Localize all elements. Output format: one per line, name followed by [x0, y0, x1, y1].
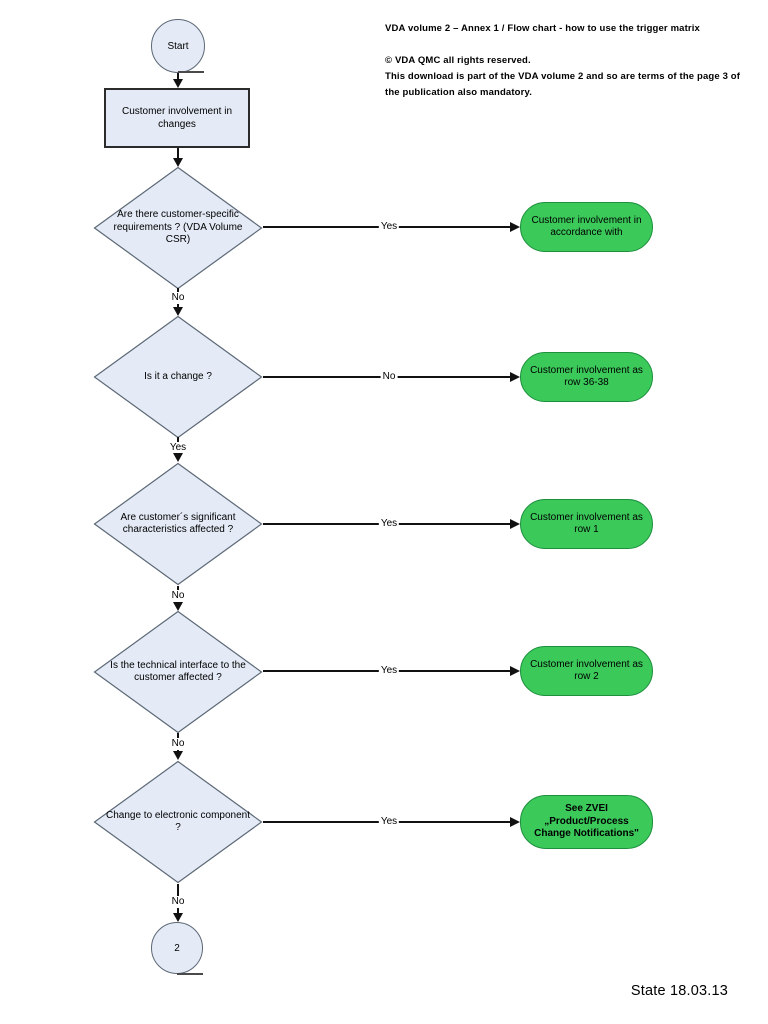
- decision-node-4: Is the technical interface to the custom…: [93, 610, 263, 734]
- copyright-line: © VDA QMC all rights reserved.: [385, 55, 531, 66]
- connector-process-to-decision-1: [177, 148, 179, 159]
- arrowhead-down-icon: [173, 79, 183, 88]
- result-node-3: Customer involvement as row 1: [520, 499, 653, 549]
- result-node-1: Customer involvement in accordance with: [520, 202, 653, 252]
- decision-node-2: Is it a change ?: [93, 315, 263, 439]
- arrowhead-down-icon: [173, 751, 183, 760]
- end-node-label: 2: [174, 942, 180, 954]
- branch-label-no: No: [169, 590, 187, 602]
- branch-label-no: No: [380, 371, 398, 383]
- branch-label-no: No: [169, 738, 187, 750]
- result-node-4: Customer involvement as row 2: [520, 646, 653, 696]
- result-5-label: See ZVEI „Product/Process Change Notific…: [534, 803, 639, 840]
- page-title: VDA volume 2 – Annex 1 / Flow chart - ho…: [385, 23, 700, 34]
- arrowhead-down-icon: [173, 602, 183, 611]
- branch-label-no: No: [169, 292, 187, 304]
- decision-1-question: Are there customer-specific requirements…: [113, 209, 243, 246]
- decision-5-question: Change to electronic component ?: [106, 809, 250, 834]
- start-node: Start: [151, 19, 205, 73]
- process-node: Customer involvement in changes: [104, 88, 250, 148]
- arrowhead-down-icon: [173, 453, 183, 462]
- diamond-shape: [93, 462, 263, 586]
- result-4-label: Customer involvement as row 2: [530, 658, 643, 683]
- decision-4-question: Is the technical interface to the custom…: [110, 659, 246, 684]
- arrowhead-down-icon: [173, 158, 183, 167]
- diamond-shape: [93, 610, 263, 734]
- process-node-label: Customer involvement in changes: [121, 106, 233, 130]
- decision-node-3: Are customer´s significant characteristi…: [93, 462, 263, 586]
- branch-label-no: No: [169, 896, 187, 908]
- start-connector-tick: [178, 71, 204, 73]
- branch-label-yes: Yes: [167, 442, 189, 454]
- decision-3-question: Are customer´s significant characteristi…: [120, 511, 236, 536]
- branch-label-yes: Yes: [378, 816, 400, 828]
- decision-2-question: Is it a change ?: [144, 370, 212, 382]
- result-1-label: Customer involvement in accordance with: [531, 214, 642, 239]
- notice-line-2: the publication also mandatory.: [385, 87, 532, 98]
- branch-label-yes: Yes: [378, 518, 400, 530]
- diamond-shape: [93, 760, 263, 884]
- arrowhead-right-icon: [510, 666, 520, 676]
- arrowhead-right-icon: [510, 519, 520, 529]
- notice-line-1: This download is part of the VDA volume …: [385, 71, 741, 82]
- arrowhead-right-icon: [510, 372, 520, 382]
- arrowhead-down-icon: [173, 307, 183, 316]
- start-node-label: Start: [167, 40, 189, 52]
- end-node: 2: [151, 922, 203, 974]
- decision-node-5: Change to electronic component ?: [93, 760, 263, 884]
- branch-label-yes: Yes: [378, 665, 400, 677]
- arrowhead-down-icon: [173, 913, 183, 922]
- copyright-block: © VDA QMC all rights reserved. This down…: [385, 53, 765, 101]
- result-node-2: Customer involvement as row 36-38: [520, 352, 653, 402]
- result-3-label: Customer involvement as row 1: [530, 511, 643, 536]
- state-date-label: State 18.03.13: [630, 983, 728, 999]
- result-node-5: See ZVEI „Product/Process Change Notific…: [520, 795, 653, 849]
- arrowhead-right-icon: [510, 222, 520, 232]
- result-2-label: Customer involvement as row 36-38: [530, 364, 643, 389]
- branch-label-yes: Yes: [378, 221, 400, 233]
- arrowhead-right-icon: [510, 817, 520, 827]
- decision-node-1: Are there customer-specific requirements…: [93, 166, 263, 290]
- connector-start-to-process: [177, 73, 179, 80]
- end-connector-tick: [177, 973, 203, 975]
